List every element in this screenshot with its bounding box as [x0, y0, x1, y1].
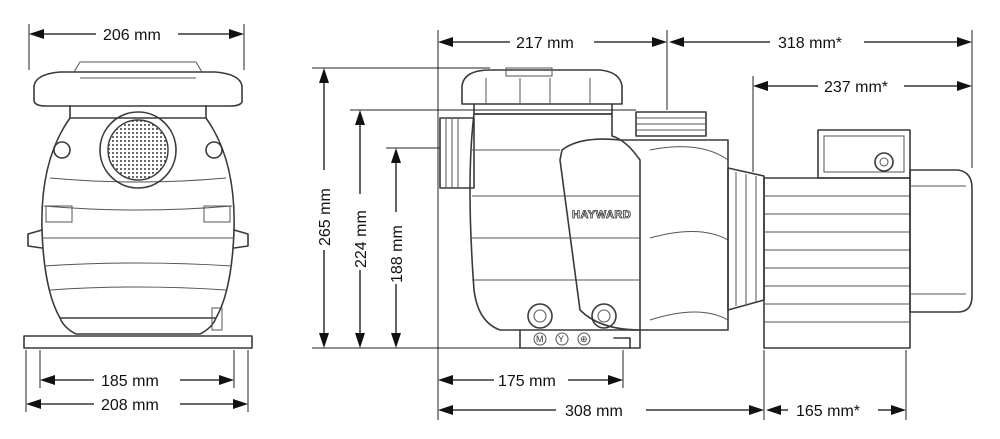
dim-side-top-length: 217 mm [516, 35, 574, 52]
side-outlet [635, 111, 707, 137]
side-lid [461, 69, 623, 105]
front-body [41, 117, 235, 319]
badge-y: Y [558, 334, 564, 344]
cable-gland-icon [874, 152, 894, 172]
inlet-ring [99, 111, 177, 189]
brand-label: HAYWARD [572, 209, 631, 221]
dimensions: 206 mm 185 mm 208 mm 217 mm 318 mm* [25, 24, 973, 420]
dim-height-inlet: 188 mm [389, 225, 406, 283]
side-volute [559, 138, 729, 331]
dim-motor-tail: 165 mm* [796, 403, 860, 420]
dim-front-top-width: 206 mm [103, 27, 161, 44]
inlet-grille [107, 119, 169, 181]
front-base [23, 335, 253, 349]
drain-plug-right [591, 303, 617, 329]
side-inlet [439, 117, 475, 189]
badge-m-icon [533, 332, 547, 346]
side-view-pump: HAYWARD M Y ⊕ [439, 67, 973, 349]
dim-pump-length: 308 mm [565, 403, 623, 420]
front-neck [69, 105, 207, 119]
dim-motor-length: 237 mm* [824, 79, 888, 96]
badge-ground-icon [577, 332, 591, 346]
front-view-pump [23, 61, 253, 349]
dim-height-outlet: 224 mm [353, 210, 370, 268]
dim-front-base-inner: 185 mm [101, 373, 159, 390]
dim-height-total: 265 mm [317, 188, 334, 246]
dim-front-base-outer: 208 mm [101, 397, 159, 414]
front-lid [33, 71, 243, 107]
fan-cover [909, 169, 973, 313]
badge-ground: ⊕ [580, 334, 588, 344]
side-strainer-body [469, 113, 641, 331]
drain-plug-left [527, 303, 553, 329]
badge-m: M [536, 334, 544, 344]
dim-motor-total: 318 mm* [778, 35, 842, 52]
badge-y-icon [555, 332, 569, 346]
dim-base-span: 175 mm [498, 373, 556, 390]
terminal-box [817, 129, 911, 179]
